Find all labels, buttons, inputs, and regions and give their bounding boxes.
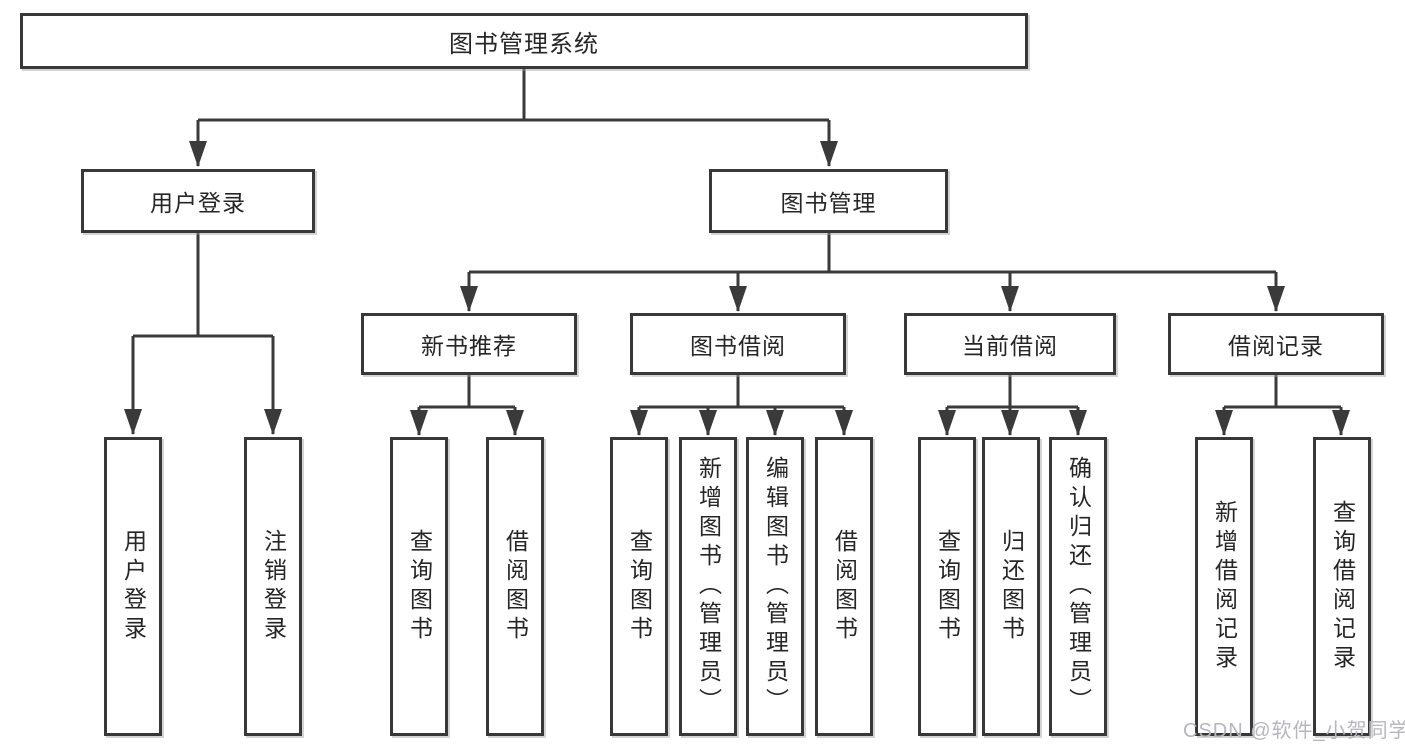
leaf-logout: 注销登录 bbox=[244, 437, 302, 736]
node-label: 图书借阅 bbox=[690, 333, 786, 359]
node-label: 新增图书（管理员） bbox=[695, 456, 722, 717]
edge-new-book-recommend-split bbox=[419, 375, 515, 409]
node-label: 确认归还（管理员） bbox=[1065, 456, 1092, 717]
leaf-borrow-books-borrowing: 借阅图书 bbox=[815, 437, 873, 736]
node-label: 用户登录 bbox=[150, 190, 246, 216]
node-label: 图书管理系统 bbox=[449, 30, 599, 58]
node-label: 用户登录 bbox=[120, 528, 147, 645]
edge-book-management-split bbox=[469, 233, 1276, 274]
node-label: 查询借阅记录 bbox=[1329, 499, 1356, 674]
node-current-borrowing: 当前借阅 bbox=[904, 313, 1116, 375]
node-label: 查询图书 bbox=[934, 528, 961, 645]
leaf-borrow-books-recommend: 借阅图书 bbox=[486, 437, 544, 736]
edge-borrowing-records-split bbox=[1224, 375, 1341, 409]
edge-current-borrowing-split bbox=[947, 375, 1078, 409]
edge-root-split bbox=[198, 69, 829, 122]
node-label: 归还图书 bbox=[998, 528, 1025, 645]
node-label: 新书推荐 bbox=[421, 333, 517, 359]
node-label: 借阅图书 bbox=[831, 528, 858, 645]
csdn-watermark: CSDN @软件_小贺同学 bbox=[1183, 720, 1405, 742]
leaf-edit-books-admin: 编辑图书（管理员） bbox=[746, 437, 804, 736]
leaf-confirm-return-admin: 确认归还（管理员） bbox=[1049, 437, 1107, 736]
node-label: 编辑图书（管理员） bbox=[762, 456, 789, 717]
leaf-query-books-recommend: 查询图书 bbox=[390, 437, 448, 736]
leaf-user-login: 用户登录 bbox=[104, 437, 162, 736]
node-borrowing-records: 借阅记录 bbox=[1168, 313, 1384, 375]
node-label: 注销登录 bbox=[260, 528, 287, 645]
node-label: 查询图书 bbox=[626, 528, 653, 645]
leaf-add-borrow-record: 新增借阅记录 bbox=[1195, 437, 1253, 736]
node-label: 当前借阅 bbox=[962, 333, 1058, 359]
node-root-system: 图书管理系统 bbox=[20, 13, 1028, 69]
leaf-return-books: 归还图书 bbox=[982, 437, 1040, 736]
leaf-query-borrow-record: 查询借阅记录 bbox=[1313, 437, 1371, 736]
node-book-borrowing: 图书借阅 bbox=[630, 313, 846, 375]
node-label: 借阅图书 bbox=[502, 528, 529, 645]
node-label: 借阅记录 bbox=[1228, 333, 1324, 359]
leaf-query-books-current: 查询图书 bbox=[918, 437, 976, 736]
edge-user-login-split bbox=[133, 233, 273, 338]
node-label: 新增借阅记录 bbox=[1211, 499, 1238, 674]
leaf-query-books-borrowing: 查询图书 bbox=[610, 437, 668, 736]
node-label: 查询图书 bbox=[406, 528, 433, 645]
node-user-login: 用户登录 bbox=[81, 169, 315, 233]
node-label: 图书管理 bbox=[780, 190, 877, 216]
edge-book-borrowing-split bbox=[639, 375, 844, 409]
leaf-add-books-admin: 新增图书（管理员） bbox=[679, 437, 737, 736]
node-book-management: 图书管理 bbox=[709, 169, 948, 233]
node-new-book-recommend: 新书推荐 bbox=[361, 313, 577, 375]
